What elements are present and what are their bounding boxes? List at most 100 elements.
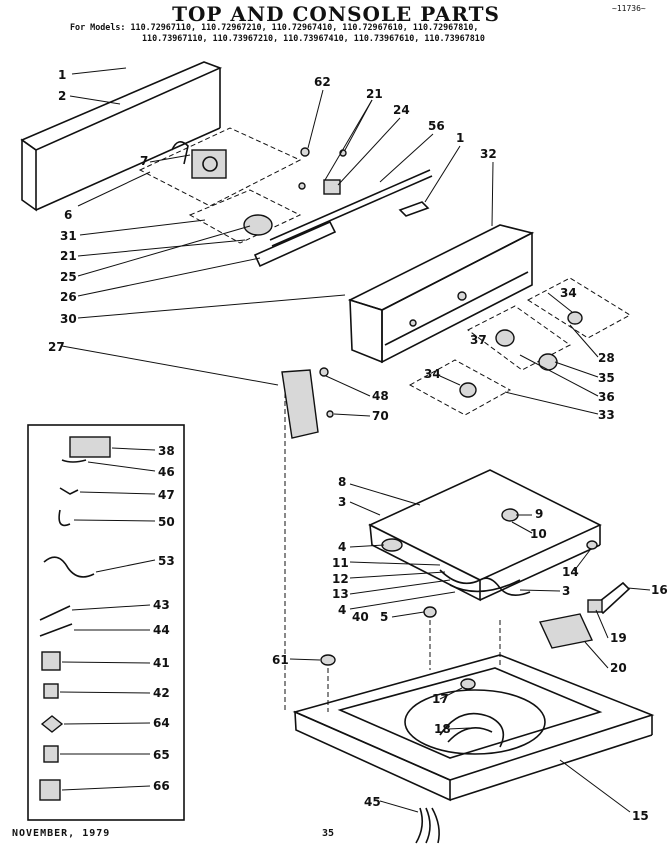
leader-5 <box>391 611 425 618</box>
grommet-17 <box>460 678 476 690</box>
callout-27: 27 <box>48 340 65 354</box>
callout-20: 20 <box>610 661 627 675</box>
callout-32: 32 <box>480 147 497 161</box>
callout-4b: 4 <box>338 603 346 617</box>
leader-2 <box>69 95 121 105</box>
heater-wires-18 <box>439 712 505 748</box>
callout-17: 17 <box>432 692 449 706</box>
heater-wires-18b <box>447 726 493 743</box>
loose-parts-inset <box>27 424 185 821</box>
callout-21c: 21 <box>60 249 77 263</box>
leader-35 <box>554 361 599 378</box>
selector-switch <box>243 214 273 236</box>
leader-14 <box>573 549 591 572</box>
bumper-14 <box>586 540 598 550</box>
callout-26: 26 <box>60 290 77 304</box>
panel-lower-edge <box>35 127 221 211</box>
callout-46: 46 <box>158 465 175 479</box>
wire-harness-small <box>171 141 189 165</box>
timer-assembly-outline <box>188 189 302 244</box>
knob-37 <box>495 329 515 347</box>
leader-70 <box>333 413 371 417</box>
leader-21c <box>77 239 246 257</box>
part-66-knob <box>39 779 61 801</box>
page-title: TOP AND CONSOLE PARTS <box>172 2 500 26</box>
leader-7 <box>149 154 191 163</box>
part-38-terminal-block <box>69 436 111 458</box>
callout-36: 36 <box>598 390 615 404</box>
timer-motor <box>191 149 227 179</box>
leader-1b <box>424 145 461 203</box>
leader-34b <box>439 375 461 386</box>
leader-31 <box>79 219 206 236</box>
cabinet-top-edge <box>449 734 653 801</box>
leader-8 <box>349 483 421 506</box>
callout-18: 18 <box>434 722 451 736</box>
part-46-wire <box>61 459 87 463</box>
part-43-pin <box>39 605 71 621</box>
callout-labels: 1 2 62 21 24 56 1 32 7 6 31 21 25 26 30 … <box>48 68 668 823</box>
page-number: 35 <box>322 828 335 839</box>
console-top <box>347 224 535 311</box>
callout-3b: 3 <box>562 584 570 598</box>
callout-9: 9 <box>535 507 543 521</box>
callout-21a: 21 <box>366 87 383 101</box>
leader-56 <box>379 133 434 183</box>
leader-53 <box>95 559 156 573</box>
screw-21b <box>298 182 306 190</box>
leader-3a <box>349 501 381 516</box>
leader-34a <box>547 292 573 313</box>
leader-26 <box>77 257 261 297</box>
leader-61 <box>289 658 321 661</box>
callout-35: 35 <box>598 371 615 385</box>
leader-18 <box>447 727 471 730</box>
part-47-clip <box>59 487 79 495</box>
leader-11 <box>349 561 441 566</box>
callout-53: 53 <box>158 554 175 568</box>
callout-3a: 3 <box>338 495 346 509</box>
leader-43 <box>71 604 151 611</box>
knob-34 <box>567 311 583 325</box>
revision-date: NOVEMBER, 1979 <box>12 828 111 839</box>
knob-33 <box>459 382 477 398</box>
cabinet-opening <box>337 667 603 759</box>
leader-47 <box>79 491 156 495</box>
callout-34b: 34 <box>424 367 441 381</box>
part-50-hook <box>58 509 71 527</box>
lint-opening <box>404 689 546 755</box>
knob-box-37 <box>467 305 571 371</box>
model-list-line-2: 110.73967110, 110.73967210, 110.73967410… <box>142 33 485 43</box>
part-64-knob <box>40 715 64 733</box>
knob-box-34 <box>527 277 631 339</box>
callout-31: 31 <box>60 229 77 243</box>
callout-62: 62 <box>314 75 331 89</box>
console-rod-edge <box>271 175 433 247</box>
control-panel <box>281 369 319 439</box>
leader-27 <box>61 345 279 386</box>
model-list-line-1: For Models: 110.72967110, 110.72967210, … <box>70 22 479 32</box>
callout-2: 2 <box>58 89 66 103</box>
callout-15: 15 <box>632 809 649 823</box>
grommet-5 <box>423 606 437 618</box>
callout-25: 25 <box>60 270 77 284</box>
callout-30: 30 <box>60 312 77 326</box>
model-list: For Models: 110.72967110, 110.72967210, … <box>70 22 640 44</box>
leader-46 <box>87 461 156 472</box>
leader-1a <box>71 67 127 75</box>
cabinet-top-front <box>294 710 451 802</box>
leader-4b <box>349 591 456 610</box>
leader-20 <box>584 641 609 669</box>
leader-42 <box>59 691 151 694</box>
leader-15 <box>559 759 631 813</box>
console-trim <box>384 271 529 346</box>
callout-47: 47 <box>158 488 175 502</box>
leader-10 <box>511 521 533 534</box>
leader-66 <box>61 785 151 791</box>
leader-36 <box>519 354 599 397</box>
callout-7: 7 <box>140 154 148 168</box>
callout-65: 65 <box>153 748 170 762</box>
leader-13 <box>349 579 451 595</box>
callout-61: 61 <box>272 653 289 667</box>
leader-lines <box>59 67 651 813</box>
